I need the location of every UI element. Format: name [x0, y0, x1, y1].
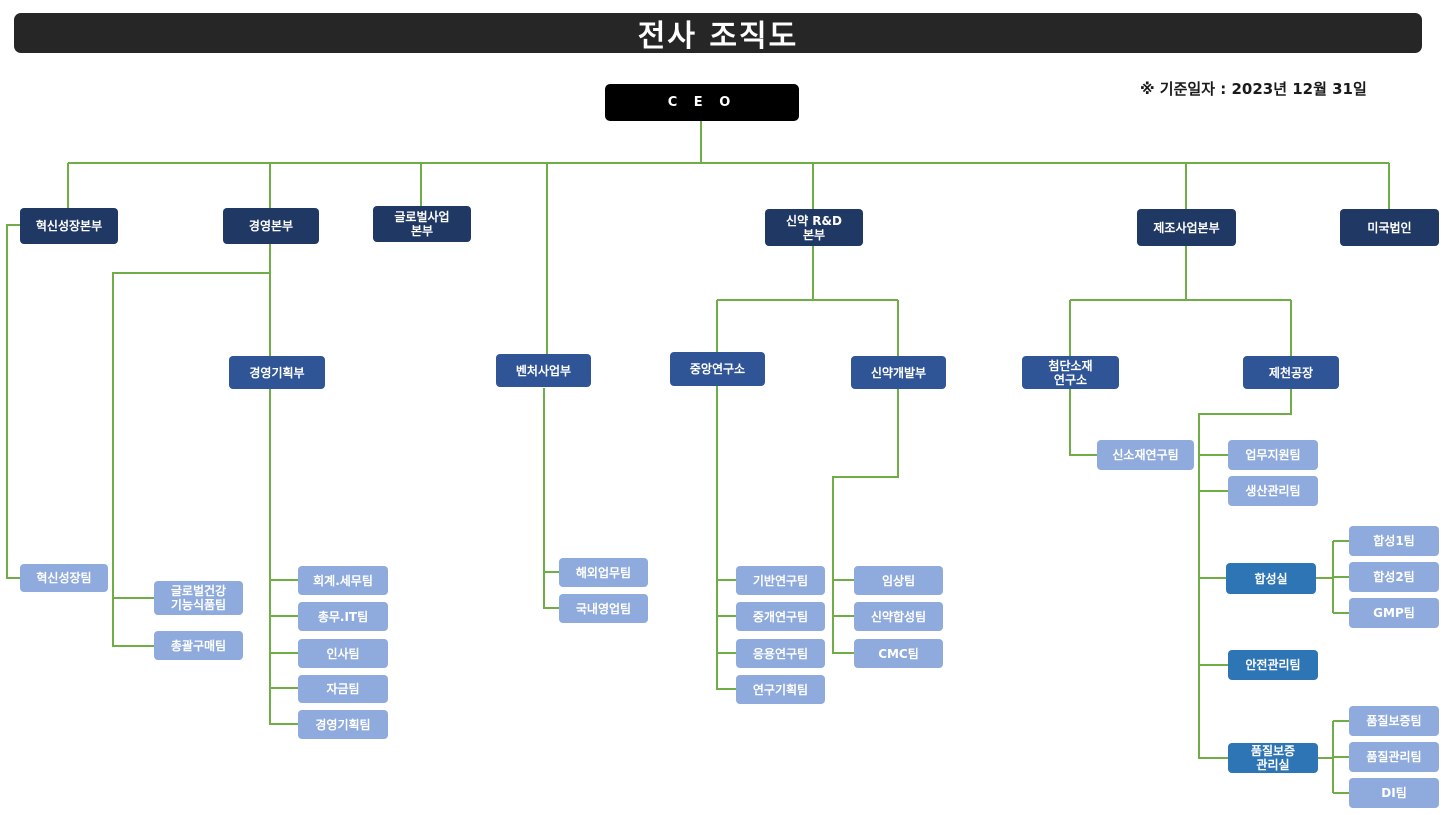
team-mgmt-planning: 경영기획팀	[298, 710, 388, 739]
team-overseas: 해외업무팀	[559, 558, 648, 587]
connector	[1069, 389, 1097, 456]
dept-mgmt-planning: 경영기획부	[229, 356, 325, 389]
team-hr: 인사팀	[298, 639, 388, 668]
dept-jecheon-plant: 제천공장	[1243, 356, 1339, 389]
division-rnd: 신약 R&D 본부	[765, 209, 863, 246]
team-basic-research: 기반연구팀	[736, 566, 825, 595]
team-gmp: GMP팀	[1349, 598, 1439, 628]
connector	[269, 388, 298, 725]
team-accounting-tax: 회계.세무팀	[298, 566, 388, 595]
team-innovation-growth: 혁신성장팀	[20, 564, 108, 592]
team-applied-research: 응용연구팀	[736, 639, 825, 668]
division-global: 글로벌사업 본부	[373, 206, 471, 242]
dept-new-drug-dev: 신약개발부	[851, 356, 946, 389]
team-domestic-sales: 국내영업팀	[559, 594, 648, 623]
connector	[1198, 389, 1292, 759]
division-us: 미국법인	[1340, 209, 1439, 246]
connector	[6, 224, 20, 579]
connector	[112, 272, 270, 647]
team-quality-mgmt: 품질관리팀	[1349, 742, 1439, 772]
team-new-material-research: 신소재연구팀	[1097, 440, 1194, 470]
team-translational-research: 중개연구팀	[736, 602, 825, 631]
office-qa: 품질보증 관리실	[1228, 743, 1318, 773]
team-finance: 자금팀	[298, 675, 388, 703]
team-cmc: CMC팀	[854, 639, 943, 668]
team-di: DI팀	[1349, 778, 1439, 808]
team-production-mgmt: 생산관리팀	[1228, 476, 1318, 506]
dept-advanced-material-lab: 첨단소재 연구소	[1022, 356, 1119, 389]
team-global-health-food: 글로벌건강 기능식품팀	[154, 581, 243, 615]
division-manufacturing: 제조사업본부	[1137, 209, 1236, 246]
team-general-purchasing: 총괄구매팀	[154, 631, 243, 660]
office-safety: 안전관리팀	[1228, 650, 1318, 680]
team-synthesis1: 합성1팀	[1349, 526, 1439, 556]
page-title: 전사 조직도	[637, 19, 799, 54]
team-synthesis2: 합성2팀	[1349, 562, 1439, 592]
dept-central-lab: 중앙연구소	[670, 352, 765, 386]
team-research-planning: 연구기획팀	[736, 675, 825, 704]
title-bar: 전사 조직도	[14, 13, 1422, 54]
team-business-support: 업무지원팀	[1228, 440, 1318, 470]
connector	[543, 388, 559, 609]
team-quality-assurance: 품질보증팀	[1349, 706, 1439, 736]
dept-venture: 벤처사업부	[496, 354, 591, 387]
office-synthesis: 합성실	[1226, 563, 1316, 594]
division-innovation: 혁신성장본부	[20, 208, 118, 244]
team-clinical: 임상팀	[854, 566, 943, 595]
team-drug-synthesis: 신약합성팀	[854, 602, 943, 631]
connector	[832, 389, 899, 654]
team-general-it: 총무.IT팀	[298, 602, 388, 631]
connector	[716, 386, 736, 690]
ceo-box: C E O	[605, 84, 799, 121]
base-date: ※ 기준일자 : 2023년 12월 31일	[1140, 80, 1367, 98]
division-management: 경영본부	[223, 208, 319, 244]
